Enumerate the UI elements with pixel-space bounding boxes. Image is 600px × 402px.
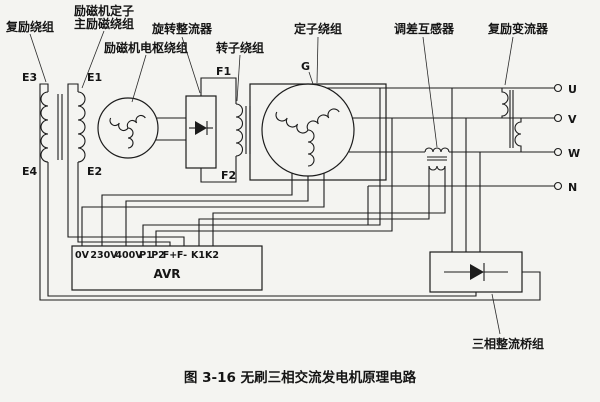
rotating-rectifier-box — [185, 95, 217, 169]
leader-line — [316, 36, 319, 84]
terminal-u — [553, 83, 563, 93]
terminal-label-v: V — [568, 113, 577, 126]
winding-leg — [127, 127, 134, 149]
label-compound-winding: 复励绕组 — [5, 19, 54, 34]
avr-terminal-k1: K1 — [191, 250, 205, 261]
terminal-label-g: G — [301, 60, 310, 73]
avr-terminal-fminus: F- — [177, 250, 187, 261]
winding-leg — [126, 114, 146, 129]
winding-leg — [275, 111, 309, 134]
winding-leg — [109, 117, 129, 132]
terminal-w — [553, 147, 563, 157]
machine-circle — [97, 97, 159, 159]
coil-icon — [235, 103, 244, 157]
wiring — [39, 77, 554, 301]
terminal-label-e2: E2 — [87, 165, 102, 178]
winding-leg — [307, 129, 315, 167]
avr-terminal-p2: P2 — [151, 250, 165, 261]
diode-icon — [195, 121, 207, 135]
terminal-label-e4: E4 — [22, 165, 38, 178]
wire — [125, 176, 309, 246]
avr-box: 0V 230V 400V P1 P2 F+ F- K1 K2 AVR — [71, 245, 263, 291]
ct-secondary-coil — [428, 165, 446, 171]
wire — [101, 173, 293, 246]
coil-icon — [501, 88, 509, 118]
label-stator-winding: 定子绕组 — [294, 21, 342, 36]
label-compound-converter: 复励变流器 — [487, 21, 549, 36]
terminal-label-e3: E3 — [22, 71, 37, 84]
leader-line — [29, 33, 47, 83]
leader-line — [81, 30, 105, 89]
avr-terminal-k2: K2 — [205, 250, 219, 261]
label-droop-transformer: 调差互感器 — [394, 21, 455, 36]
leader-line — [504, 36, 514, 86]
ct-primary-coil — [424, 147, 450, 153]
stator-circle — [261, 83, 355, 177]
terminal-label-f2: F2 — [221, 169, 236, 182]
component-box — [71, 245, 263, 291]
terminal-label-w: W — [568, 147, 580, 160]
diode-icon — [470, 264, 484, 280]
terminal-label-n: N — [568, 181, 577, 194]
terminal-labels: E3 E1 E4 E2 F1 F2 G U V W N — [22, 60, 580, 194]
avr-terminal-fplus: F+ — [163, 250, 177, 261]
label-exciter-armature: 励磁机电枢绕组 — [104, 40, 188, 55]
rectifier-bridge-box — [429, 251, 523, 293]
label-exciter-stator-line2: 主励磁绕组 — [74, 16, 134, 31]
leader-line — [181, 36, 201, 94]
rotor-winding-coil — [235, 103, 251, 157]
compound-converter — [501, 88, 522, 152]
terminal-n — [553, 181, 563, 191]
winding-leg — [306, 108, 340, 131]
wire — [212, 166, 446, 246]
g-terminal-tick — [308, 71, 314, 85]
stator-frame — [249, 83, 387, 181]
avr-terminal-230v: 230V — [90, 250, 118, 261]
terminal-label-u: U — [568, 83, 577, 96]
coil-icon — [514, 118, 522, 152]
figure-caption: 图 3-16 无刷三相交流发电机原理电路 — [184, 369, 417, 386]
terminal-v — [553, 113, 563, 123]
wire — [198, 166, 430, 246]
component-labels: 复励绕组 励磁机定子 主励磁绕组 励磁机电枢绕组 旋转整流器 转子绕组 定子绕组… — [5, 3, 549, 351]
leader-line — [422, 36, 438, 148]
wire — [81, 173, 325, 246]
compound-winding-coil — [40, 91, 63, 163]
avr-name: AVR — [154, 267, 181, 281]
wire — [47, 162, 477, 297]
wire — [39, 83, 541, 301]
stator-assembly — [249, 71, 387, 181]
leader-line — [131, 54, 147, 103]
coil-icon — [40, 91, 49, 163]
component-box — [185, 95, 217, 169]
label-exciter-stator-line1: 励磁机定子 — [74, 3, 134, 18]
label-rotor-winding: 转子绕组 — [216, 40, 264, 55]
avr-terminal-p1: P1 — [139, 250, 153, 261]
wire — [200, 156, 237, 183]
terminal-label-e1: E1 — [87, 71, 102, 84]
wire — [142, 88, 381, 246]
avr-terminal-0v: 0V — [75, 250, 90, 261]
exciter-field-coil — [77, 91, 86, 163]
output-terminals — [553, 83, 563, 191]
wire — [200, 77, 237, 104]
wire — [67, 83, 185, 246]
wire — [77, 162, 171, 246]
leader-line — [236, 54, 241, 102]
droop-ct — [424, 147, 450, 171]
component-box — [429, 251, 523, 293]
coil-icon — [77, 91, 86, 163]
label-rectifier-bridge: 三相整流桥组 — [472, 336, 544, 351]
terminal-label-f1: F1 — [216, 65, 231, 78]
label-rotating-rectifier: 旋转整流器 — [151, 21, 213, 36]
avr-terminal-400v: 400V — [115, 250, 143, 261]
leader-line — [491, 293, 501, 335]
wire — [155, 118, 393, 246]
exciter-armature-circle — [97, 97, 159, 159]
leader-lines — [29, 30, 514, 335]
